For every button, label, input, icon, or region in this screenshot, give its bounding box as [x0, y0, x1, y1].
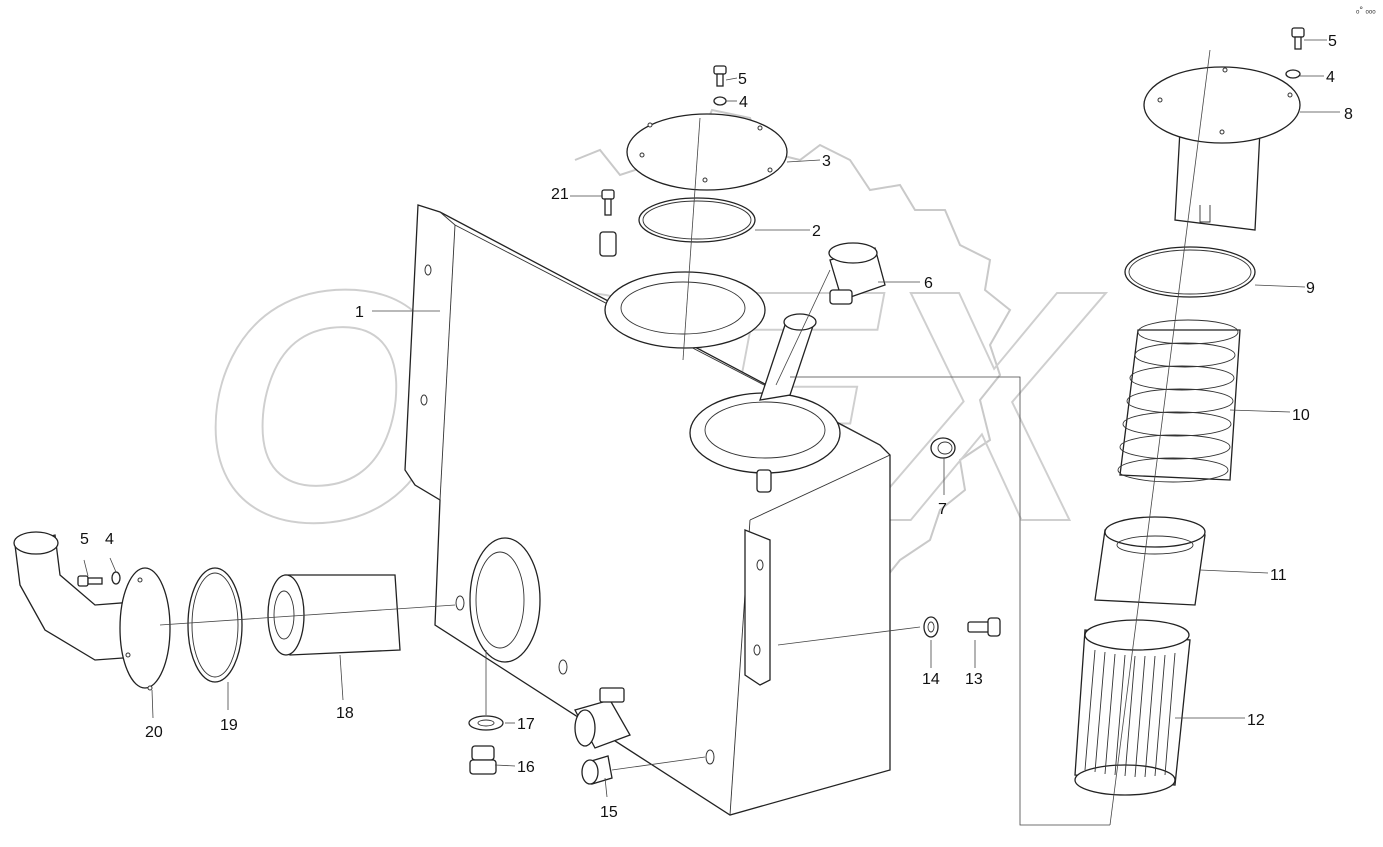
- callout-18: 18: [336, 705, 354, 722]
- screw-5-left: [77, 575, 103, 587]
- corner-mark: ₒ° ₒₒₒ: [1356, 5, 1376, 15]
- spring-10: [1117, 319, 1241, 483]
- callout-1: 1: [355, 304, 364, 321]
- filter-head-8: [1143, 66, 1301, 231]
- callout-5-right: 5: [1328, 33, 1337, 50]
- callout-4-top: 4: [739, 94, 748, 111]
- callout-11: 11: [1270, 567, 1287, 584]
- screw-21: [601, 189, 615, 216]
- washer-4-right: [1285, 69, 1301, 79]
- o-ring-19: [187, 567, 243, 683]
- screw-5-top: [713, 65, 727, 87]
- washer-4-left: [111, 571, 121, 585]
- callout-5-left: 5: [80, 531, 89, 548]
- callout-labels: 1 2 3 4 4 4 5 5 5 6 7 8 9 10 11 12 13 14…: [80, 33, 1353, 821]
- callout-14: 14: [922, 671, 940, 688]
- callout-4-right: 4: [1326, 69, 1335, 86]
- callout-21: 21: [551, 186, 569, 203]
- callout-16: 16: [517, 759, 535, 776]
- callout-19: 19: [220, 717, 238, 734]
- elbow-flange-20: [13, 531, 171, 691]
- o-ring-2: [638, 197, 756, 243]
- strainer-18: [267, 574, 401, 656]
- callout-8: 8: [1344, 106, 1353, 123]
- filter-element-12: [1074, 619, 1191, 796]
- callout-7: 7: [938, 501, 947, 518]
- callout-4-left: 4: [105, 531, 114, 548]
- callout-15: 15: [600, 804, 618, 821]
- callout-17: 17: [517, 716, 535, 733]
- sleeve-11: [1094, 516, 1206, 606]
- screw-5-right: [1291, 27, 1305, 50]
- bolt-13: [967, 617, 1001, 637]
- callout-5-top: 5: [738, 71, 747, 88]
- plug-7: [930, 437, 956, 459]
- washer-4-top: [713, 96, 727, 106]
- callout-9: 9: [1306, 280, 1315, 297]
- callout-3: 3: [822, 153, 831, 170]
- callout-2: 2: [812, 223, 821, 240]
- o-ring-9: [1124, 246, 1256, 298]
- callout-20: 20: [145, 724, 163, 741]
- washer-14: [923, 616, 939, 638]
- cover-plate-3: [626, 113, 788, 191]
- callout-12: 12: [1247, 712, 1265, 729]
- callout-6: 6: [924, 275, 933, 292]
- callout-10: 10: [1292, 407, 1310, 424]
- fitting-16: [469, 745, 497, 775]
- breather-cap-6: [828, 242, 886, 305]
- fitting-15: [581, 755, 613, 785]
- leader-lines: [83, 39, 1340, 826]
- seal-17: [468, 715, 504, 731]
- callout-13: 13: [965, 671, 983, 688]
- tank-body: [404, 204, 891, 816]
